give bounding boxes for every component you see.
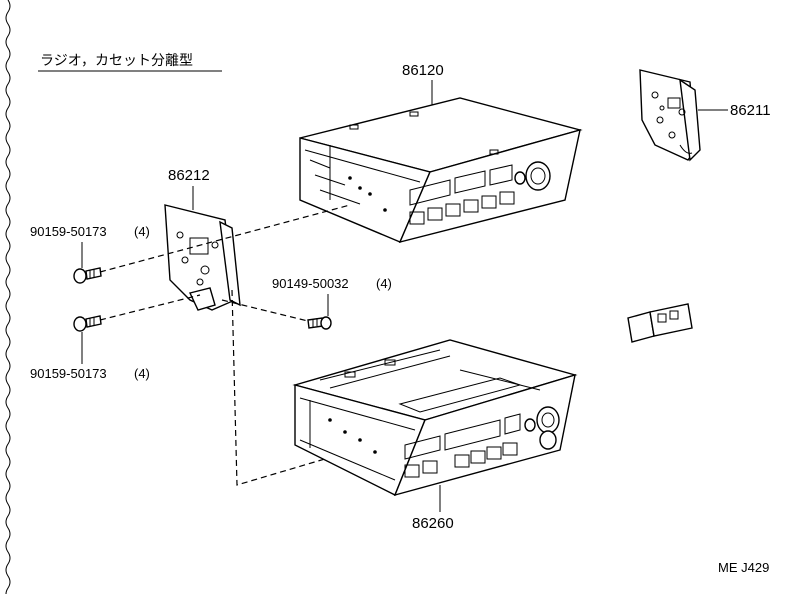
diagram-title: ラジオ，カセット分離型	[40, 52, 193, 68]
part-number-86120: 86120	[402, 62, 444, 79]
dash-bracket-mid	[221, 299, 313, 323]
screw-mid-qty: (4)	[376, 276, 392, 291]
bracket-86211	[639, 69, 701, 162]
radio-unit-86120	[299, 97, 583, 244]
screw-mid-part-number: 90149-50032	[272, 276, 349, 291]
part-number-86212: 86212	[168, 167, 210, 184]
dash-screw-lower	[99, 294, 201, 321]
screw-mid-icon	[307, 316, 332, 330]
screw-upper-icon	[73, 267, 102, 284]
screw-lower-part-number: 90159-50173	[30, 366, 107, 381]
screw-upper-part-number: 90159-50173	[30, 224, 107, 239]
dash-bracket-down	[231, 289, 373, 486]
figure-code: ME J429	[718, 560, 769, 575]
screw-upper-qty: (4)	[134, 224, 150, 239]
dash-screw-upper	[99, 204, 351, 273]
break-line	[5, 0, 11, 594]
bracket-86212	[164, 204, 241, 311]
screw-lower-icon	[73, 315, 102, 332]
screw-lower-qty: (4)	[134, 366, 150, 381]
cassette-unit-86260	[292, 303, 693, 497]
part-number-86260: 86260	[412, 515, 454, 532]
part-number-86211: 86211	[730, 102, 771, 119]
